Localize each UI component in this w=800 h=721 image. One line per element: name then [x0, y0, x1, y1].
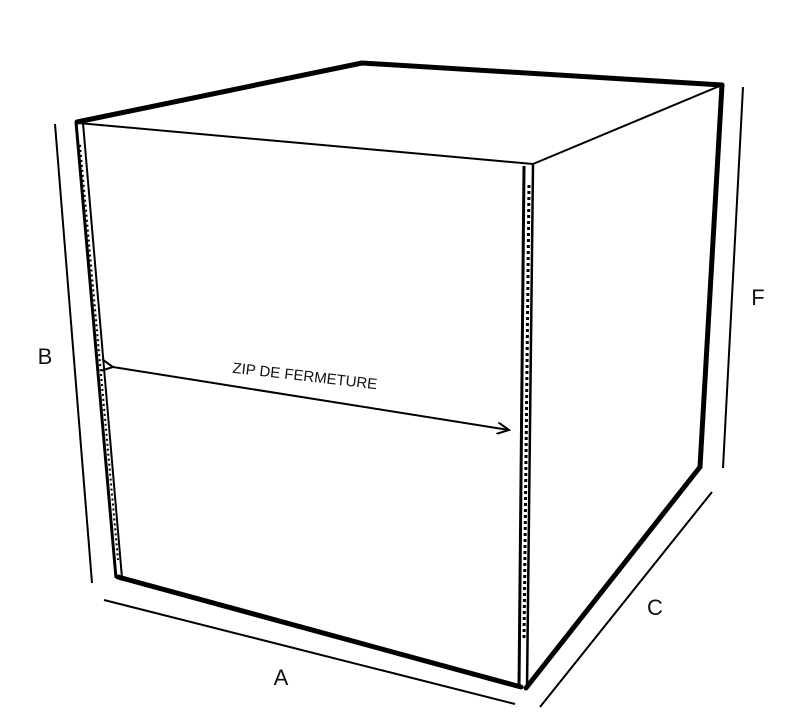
dimension-line-a [103, 599, 516, 705]
zip-width-arrow [113, 367, 509, 430]
right-zipper [517, 164, 535, 689]
cube-top-back-edge [74, 60, 725, 125]
label-b: B [38, 344, 53, 369]
dimension-line-f [722, 86, 744, 469]
cube-back-right-edge [697, 82, 725, 470]
left-zipper [74, 121, 123, 579]
cube [74, 60, 725, 691]
label-c: C [647, 595, 663, 620]
cube-bottom-front-edge [115, 574, 524, 690]
cube-bottom-right-edge [523, 464, 703, 691]
dimension-line-b [54, 123, 93, 584]
cube-top-right-edge [532, 84, 723, 165]
dimension-lines [54, 86, 744, 708]
label-a: A [274, 665, 289, 690]
zip-label: ZIP DE FERMETURE [232, 360, 379, 393]
label-f: F [751, 285, 764, 310]
cube-top-front-edge [77, 122, 534, 165]
dimension-line-c [539, 491, 713, 708]
